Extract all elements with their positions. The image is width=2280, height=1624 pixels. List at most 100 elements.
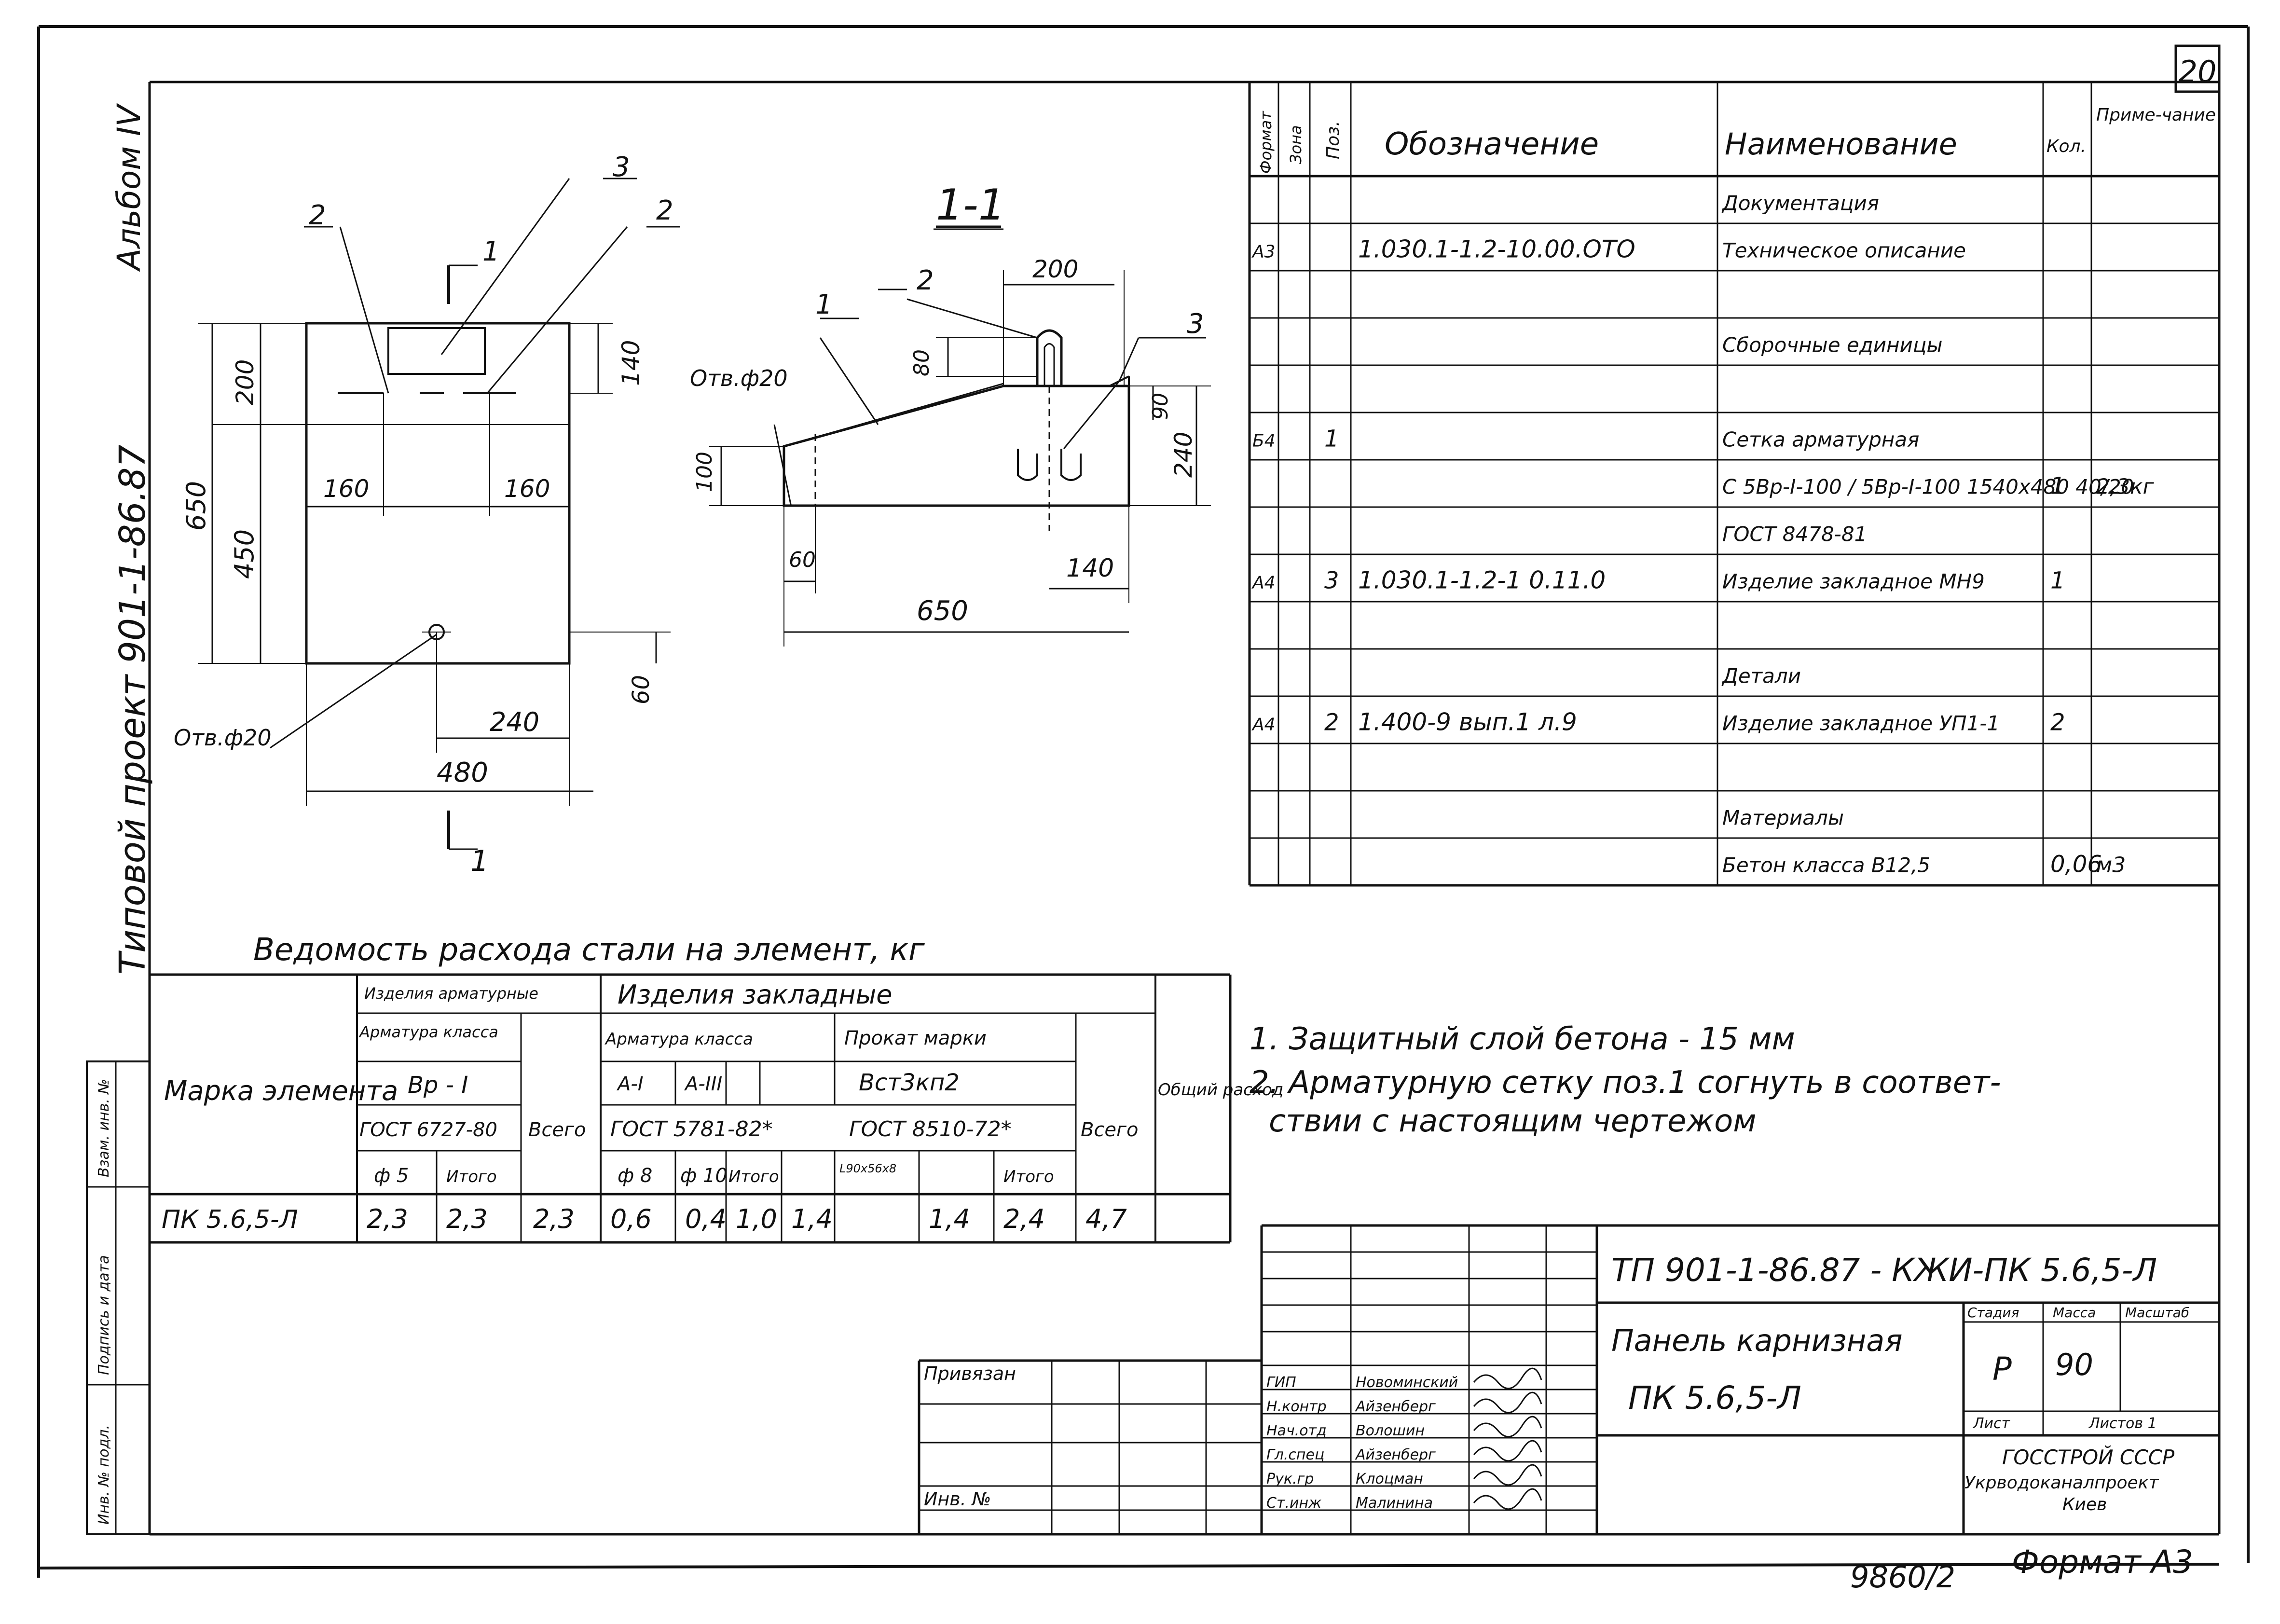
steel-cell-9: 1,4	[929, 1204, 970, 1234]
side-inv-orig: Инв. № подл.	[96, 1425, 112, 1525]
section-dim-200: 200	[1032, 255, 1078, 283]
steel-cell-11: 4,7	[1085, 1204, 1127, 1234]
side-sign-date: Подпись и дата	[96, 1255, 112, 1376]
note-1: 1. Защитный слой бетона - 15 мм	[1250, 1021, 1795, 1057]
steel-table: Марка элемента Изделия арматурные Армату…	[150, 973, 1283, 1244]
spec-cell-name: Сборочные единицы	[1722, 333, 1943, 357]
spec-cell-name: Документация	[1721, 192, 1879, 215]
spec-row: Материалы	[1722, 806, 1844, 830]
signature-mark	[1473, 1367, 1542, 1390]
spec-cell-format: А3	[1251, 242, 1276, 262]
section-title: 1-1	[936, 180, 1005, 230]
steel-h-arm-class: Арматура класса	[604, 1030, 753, 1049]
steel-h-mark-text: Марка элемента	[164, 1075, 398, 1107]
spec-h-designation: Обозначение	[1385, 126, 1599, 162]
spec-h-qty: Кол.	[2047, 137, 2086, 156]
stamp-mass: 90	[2055, 1347, 2093, 1382]
signature-mark	[1473, 1488, 1542, 1510]
steel-h-vst: Вст3кп2	[859, 1069, 960, 1096]
stamp-stage: Р	[1992, 1350, 2012, 1388]
spec-cell-name: Изделие закладное УП1-1	[1722, 712, 2000, 735]
spec-h-note-text: Приме-чание	[2096, 105, 2216, 125]
spec-cell-qty: 2	[2050, 709, 2065, 736]
steel-h-rebar: Изделия арматурные	[364, 984, 538, 1003]
format-label: Формат А3	[2012, 1543, 2193, 1581]
steel-h-gost8510: ГОСТ 8510-72*	[849, 1117, 1012, 1142]
spec-h-name: Наименование	[1725, 126, 1957, 162]
steel-h-a1: А-I	[616, 1073, 644, 1095]
stamp-person: Клоцман	[1356, 1471, 1423, 1487]
spec-cell-designation: 1.030.1-1.2-1 0.11.0	[1358, 566, 1606, 594]
spec-cell-note: м3	[2096, 853, 2126, 878]
steel-h-gost5781: ГОСТ 5781-82*	[610, 1117, 773, 1142]
plan-view	[198, 178, 680, 850]
plan-leader-3: 3	[613, 151, 630, 183]
steel-cell-4: 0,6	[610, 1204, 652, 1234]
stamp-org-3: Киев	[2062, 1495, 2107, 1514]
steel-h-total: Итого	[446, 1167, 497, 1186]
plan-dim-140: 140	[617, 340, 645, 386]
section-leader-3: 3	[1187, 308, 1204, 340]
spec-cell-name: Бетон класса В12,5	[1722, 853, 1930, 877]
steel-h-rebar-class: Арматура класса	[358, 1023, 498, 1041]
stamp-title-2: ПК 5.6,5-Л	[1628, 1379, 1801, 1417]
section-dim-240: 240	[1169, 432, 1197, 478]
steel-h-mark: Марка элемента	[164, 1075, 398, 1107]
spec-cell-pos: 3	[1324, 567, 1339, 594]
spec-cell-designation: 1.400-9 вып.1 л.9	[1358, 708, 1577, 736]
plan-dim-200: 200	[231, 359, 259, 405]
steel-cell-10: 2,4	[1003, 1204, 1045, 1234]
steel-title: Ведомость расхода стали на элемент, кг	[253, 932, 925, 968]
section-dim-650: 650	[917, 595, 968, 627]
stamp-code: ТП 901-1-86.87 - КЖИ-ПК 5.6,5-Л	[1611, 1252, 2157, 1289]
plan-dim-60: 60	[628, 675, 655, 704]
signature-mark	[1473, 1464, 1542, 1486]
plan-leader-2b: 2	[656, 195, 673, 226]
section-leader-1: 1	[815, 289, 833, 320]
stamp-org-1: ГОССТРОЙ СССР	[2002, 1445, 2175, 1469]
steel-h-embedded: Изделия закладные	[618, 979, 892, 1010]
spec-cell-qty: 0,06	[2050, 851, 2102, 878]
steel-cell-0: ПК 5.6,5-Л	[162, 1205, 298, 1234]
stamp-role: Рук.гр	[1266, 1471, 1314, 1487]
plan-dim-450: 450	[229, 529, 260, 579]
spec-h-note: Приме-чание	[2096, 105, 2216, 125]
signature-mark	[1473, 1416, 1542, 1438]
plan-cut-mark-top: 1	[482, 236, 500, 267]
note-2: 2. Арматурную сетку поз.1 согнуть в соот…	[1250, 1065, 2001, 1101]
spec-cell-qty: 1	[2050, 567, 2065, 594]
side-strip: Взам. инв. № Подпись и дата Инв. № подл.	[86, 1060, 151, 1535]
spec-cell-name: Техническое описание	[1722, 239, 1966, 262]
note-3: ствии с настоящим чертежом	[1269, 1103, 1757, 1139]
steel-h-gost6727: ГОСТ 6727-80	[359, 1119, 497, 1141]
spec-cell-pos: 1	[1324, 426, 1339, 453]
stamp-role: Гл.спец	[1266, 1446, 1324, 1463]
section-dim-90: 90	[1148, 393, 1173, 420]
spec-row: Сборочные единицы	[1722, 333, 1943, 357]
plan-dim-240: 240	[490, 707, 539, 737]
plan-dim-650: 650	[181, 481, 211, 531]
spec-cell-pos: 2	[1324, 709, 1339, 736]
section-dim-140: 140	[1066, 554, 1114, 583]
plan-dim-160a: 160	[323, 475, 369, 503]
project-label: Типовой проект 901-1-86.87	[112, 444, 153, 975]
section-dim-100: 100	[692, 452, 717, 492]
stamp-sheets-h: Листов 1	[2088, 1415, 2157, 1432]
steel-cell-2: 2,3	[446, 1204, 488, 1234]
plan-cut-mark-bottom: 1	[470, 844, 489, 878]
stamp-privyazan: Привязан	[924, 1363, 1016, 1384]
spec-cell-name: С 5Вр-I-100 / 5Вр-I-100 1540х480 40/20	[1722, 475, 2134, 499]
stamp-org-2: Укрводоканалпроект	[1964, 1473, 2159, 1493]
spec-cell-name: Изделие закладное МН9	[1722, 570, 1985, 593]
steel-h-d8: ф 8	[618, 1165, 652, 1187]
spec-cell-note: 2,3кг	[2096, 475, 2155, 499]
spec-cell-format: А4	[1251, 715, 1276, 735]
signature-mark	[1473, 1391, 1542, 1414]
steel-cell-3: 2,3	[533, 1204, 575, 1234]
side-replace: Взам. инв. №	[96, 1079, 112, 1177]
steel-h-total3: Итого	[1003, 1167, 1054, 1186]
steel-cell-7: 1,4	[791, 1204, 833, 1234]
plan-hole-label: Отв.ф20	[174, 725, 272, 751]
